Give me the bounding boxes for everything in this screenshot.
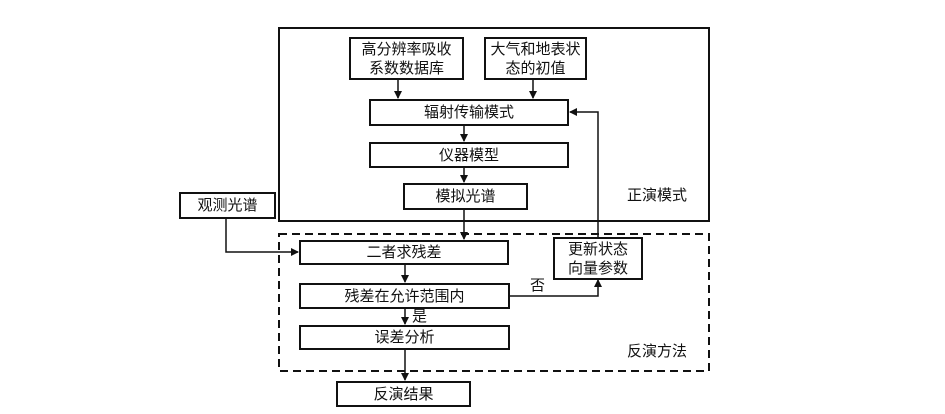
initial-state-text: 大气和地表状 态的初值 bbox=[490, 39, 581, 77]
initial-state-box: 大气和地表状 态的初值 bbox=[484, 37, 587, 80]
update-state-text: 更新状态 向量参数 bbox=[567, 239, 628, 277]
absorption-db-text: 高分辨率吸收 系数数据库 bbox=[361, 39, 452, 77]
instrument-model-box: 仪器模型 bbox=[369, 142, 569, 168]
residual-check-text: 残差在允许范围内 bbox=[344, 286, 465, 305]
forward-model-region bbox=[278, 27, 710, 222]
result-box: 反演结果 bbox=[336, 381, 471, 407]
update-state-box: 更新状态 向量参数 bbox=[553, 237, 643, 280]
error-analysis-text: 误差分析 bbox=[374, 328, 435, 346]
residual-text: 二者求残差 bbox=[366, 243, 442, 261]
no-branch-label: 否 bbox=[530, 276, 546, 294]
residual-box: 二者求残差 bbox=[299, 240, 509, 265]
observed-spectrum-box: 观测光谱 bbox=[179, 192, 276, 219]
observed-spectrum-text: 观测光谱 bbox=[197, 196, 258, 214]
instrument-model-text: 仪器模型 bbox=[438, 145, 499, 164]
inversion-method-label: 反演方法 bbox=[627, 342, 688, 360]
result-text: 反演结果 bbox=[373, 384, 434, 403]
yes-branch-label: 是 bbox=[412, 307, 428, 325]
arrow-update-to-rt bbox=[569, 108, 599, 237]
radiative-transfer-text: 辐射传输模式 bbox=[423, 103, 514, 121]
absorption-db-box: 高分辨率吸收 系数数据库 bbox=[349, 37, 464, 80]
residual-check-box: 残差在允许范围内 bbox=[299, 283, 510, 309]
simulated-spectrum-text: 模拟光谱 bbox=[435, 187, 496, 205]
inversion-method-region bbox=[278, 233, 710, 372]
forward-model-label: 正演模式 bbox=[627, 186, 688, 204]
arrow-obs-to-residual bbox=[225, 219, 299, 256]
radiative-transfer-box: 辐射传输模式 bbox=[369, 99, 569, 126]
error-analysis-box: 误差分析 bbox=[299, 325, 510, 350]
arrow-check-to-update bbox=[510, 279, 602, 297]
simulated-spectrum-box: 模拟光谱 bbox=[403, 183, 528, 210]
